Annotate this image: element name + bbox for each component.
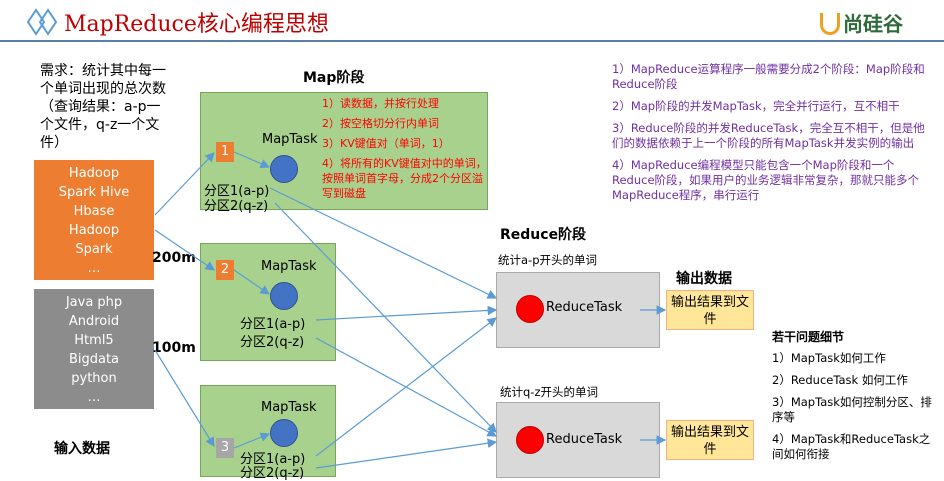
- partition-label: 分区2(q-z): [204, 199, 269, 214]
- brand-logo: 尚硅谷: [820, 8, 903, 37]
- output-data-label: 输出数据: [676, 271, 732, 287]
- output-file-box: 输出结果到文件: [666, 290, 754, 330]
- logo-text: 尚硅谷: [843, 12, 903, 36]
- source-item: Spark: [75, 242, 113, 257]
- map-step: 4）将所有的KV键值对中的单词，按照单词首字母，分成2个分区溢写到磁盘: [322, 157, 487, 200]
- map-task-box-1: [200, 92, 488, 210]
- source-item: python: [71, 371, 117, 386]
- source-item: Bigdata: [68, 352, 120, 367]
- map-step: 3）KV键值对（单词，1）: [322, 137, 450, 150]
- diamond-logo-icon: [26, 8, 58, 36]
- map-task-box-3: [200, 385, 336, 477]
- flow-arrow: [233, 269, 270, 295]
- reducetask-circle: [516, 295, 544, 323]
- partition-label: 分区1(a-p): [240, 317, 306, 332]
- reducetask-circle: [516, 426, 544, 454]
- detail-item: 3）MapTask如何控制分区、排序等: [772, 395, 932, 424]
- page-title: MapReduce核心编程思想: [64, 12, 329, 37]
- detail-item: 1）MapTask如何工作: [772, 351, 886, 365]
- map-stage-label: Map阶段: [303, 70, 365, 86]
- logo-u-icon: [820, 13, 840, 35]
- details-panel: 若干问题细节 1）MapTask如何工作 2）ReduceTask 如何工作 3…: [772, 330, 938, 469]
- flow-arrow: [315, 438, 498, 469]
- map-step: 1）读数据，并按行处理: [322, 97, 439, 110]
- size-label: 100m: [152, 340, 196, 356]
- source-item: Java php: [65, 295, 123, 310]
- flow-arrow: [154, 229, 215, 271]
- size-label: 200m: [152, 250, 196, 266]
- flow-arrow: [274, 202, 497, 433]
- input-split-1: 1: [216, 142, 234, 162]
- source-item: Hadoop: [68, 166, 120, 181]
- reducetask-label: ReduceTask: [546, 432, 623, 447]
- maptask-circle: [270, 155, 298, 183]
- flow-arrow: [233, 432, 271, 449]
- source-item: Hbase: [73, 204, 115, 219]
- input-split-2: 2: [216, 260, 234, 280]
- maptask-label: MapTask: [261, 259, 317, 274]
- maptask-label: MapTask: [261, 400, 317, 415]
- map-steps: 1）读数据，并按行处理 2）按空格切分行内单词 3）KV键值对（单词，1） 4）…: [322, 96, 490, 206]
- source-box-gray: Java php Android Html5 Bigdata python …: [34, 289, 154, 409]
- reduce-caption: 统计q-z开头的单词: [500, 385, 598, 399]
- partition-label: 分区1(a-p): [204, 184, 270, 199]
- source-item: …: [87, 390, 101, 405]
- output-file-box: 输出结果到文件: [666, 420, 754, 460]
- flow-arrow: [154, 349, 215, 448]
- note-item: 2）Map阶段的并发MapTask，完全并行运行，互不相干: [612, 99, 900, 113]
- map-step: 2）按空格切分行内单词: [322, 117, 439, 130]
- requirement-text: 需求：统计其中每一个单词出现的总次数（查询结果：a-p一个文件，q-z一个文件）: [40, 63, 166, 151]
- input-split-3: 3: [216, 438, 234, 458]
- detail-item: 2）ReduceTask 如何工作: [772, 373, 908, 387]
- partition-label: 分区1(a-p): [240, 452, 306, 467]
- title-divider: [0, 40, 944, 42]
- source-item: …: [87, 261, 101, 276]
- flow-arrow: [315, 305, 498, 321]
- flow-arrow: [154, 152, 215, 216]
- maptask-label: MapTask: [262, 132, 318, 147]
- source-item: Html5: [74, 333, 114, 348]
- reducetask-label: ReduceTask: [546, 300, 623, 315]
- notes-panel: 1）MapReduce运算程序一般需要分成2个阶段：Map阶段和Reduce阶段…: [612, 62, 930, 210]
- source-item: Spark Hive: [58, 185, 130, 200]
- maptask-circle: [270, 282, 298, 310]
- reduce-caption: 统计a-p开头的单词: [498, 253, 597, 267]
- source-item: Hadoop: [68, 223, 120, 238]
- maptask-circle: [270, 419, 298, 447]
- details-heading: 若干问题细节: [772, 330, 845, 344]
- source-item: Android: [68, 314, 120, 329]
- flow-arrow: [233, 151, 271, 169]
- input-data-label: 输入数据: [54, 441, 110, 457]
- note-item: 3）Reduce阶段的并发ReduceTask，完全互不相干，但是他们的数据依赖…: [612, 121, 925, 150]
- note-item: 1）MapReduce运算程序一般需要分成2个阶段：Map阶段和Reduce阶段: [612, 62, 925, 91]
- note-item: 4）MapReduce编程模型只能包含一个Map阶段和一个Reduce阶段，如果…: [612, 158, 920, 202]
- detail-item: 4）MapTask和ReduceTask之间如何衔接: [772, 432, 931, 461]
- reduce-stage-label: Reduce阶段: [500, 227, 587, 243]
- flow-arrow: [269, 187, 498, 299]
- source-box-orange: Hadoop Spark Hive Hbase Hadoop Spark …: [34, 160, 154, 280]
- flow-arrow: [315, 317, 497, 457]
- partition-label: 分区2(q-z): [240, 335, 305, 350]
